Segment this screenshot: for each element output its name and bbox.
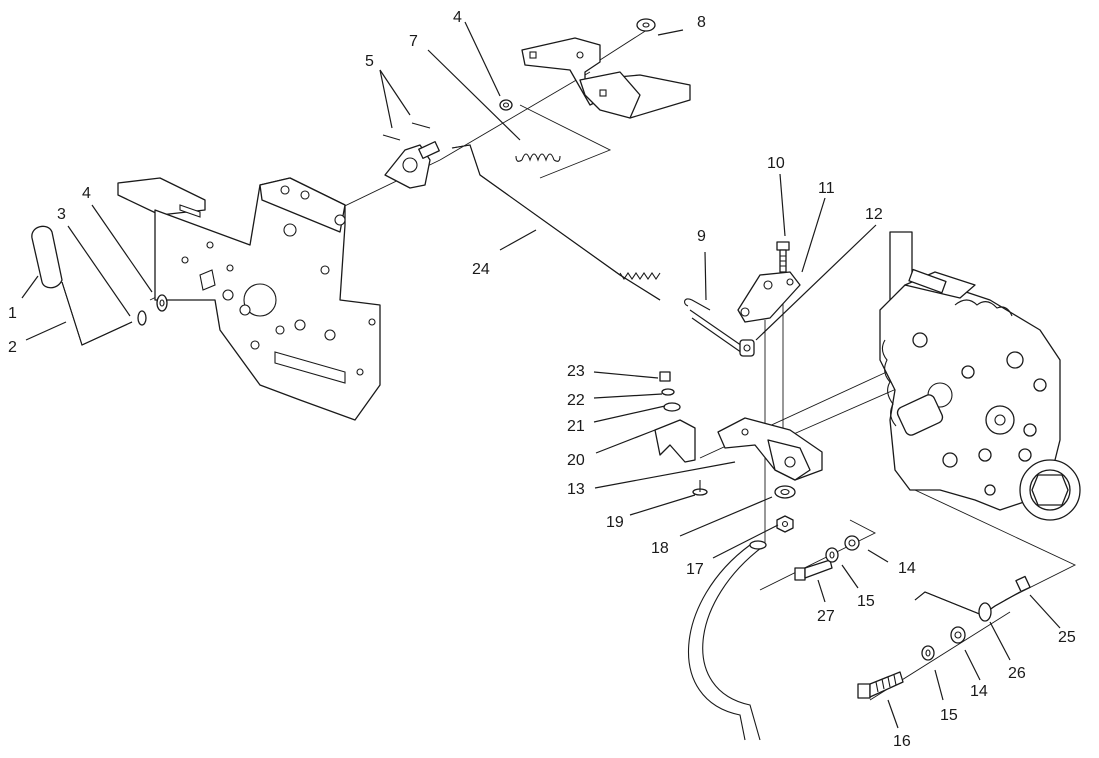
washers-left [137, 294, 168, 326]
callout-5: 5 [365, 53, 374, 70]
pivot-plate [737, 271, 801, 323]
small-stack-parts [659, 371, 681, 412]
callout-15-lower: 15 [940, 707, 958, 724]
shift-link [914, 591, 1021, 622]
screw-19 [692, 480, 708, 496]
top-bracket [499, 18, 691, 119]
leader-lines [21, 21, 1061, 729]
callout-8: 8 [697, 14, 706, 31]
callout-16: 16 [893, 733, 911, 750]
callout-4-left: 4 [82, 185, 91, 202]
control-rod [451, 144, 746, 356]
callout-3: 3 [57, 206, 66, 223]
callout-15-upper: 15 [857, 593, 875, 610]
callout-7: 7 [409, 33, 418, 50]
callout-1: 1 [8, 305, 17, 322]
ball-joint [739, 339, 755, 357]
spacer-18 [774, 485, 796, 499]
callout-23: 23 [567, 363, 585, 380]
callout-22: 22 [567, 392, 585, 409]
callout-18: 18 [651, 540, 669, 557]
transmission-housing [879, 231, 1081, 521]
washers-15-14-upper [825, 535, 860, 563]
control-panel-bracket [117, 177, 381, 421]
callout-26: 26 [1008, 665, 1026, 682]
bolt-16 [857, 671, 904, 699]
callout-14-lower: 14 [970, 683, 988, 700]
callout-12: 12 [865, 206, 883, 223]
roll-pin [1015, 575, 1031, 593]
callout-2: 2 [8, 339, 17, 356]
hair-pin-clip [683, 298, 711, 311]
spring [515, 153, 561, 162]
callout-13: 13 [567, 481, 585, 498]
nut-17 [776, 515, 794, 533]
callout-24: 24 [472, 261, 490, 278]
callout-9: 9 [697, 228, 706, 245]
pivot-assembly [382, 122, 440, 189]
callout-25: 25 [1058, 629, 1076, 646]
cam-arm [717, 417, 823, 481]
shift-lever [61, 281, 133, 346]
callout-17: 17 [686, 561, 704, 578]
callout-20: 20 [567, 452, 585, 469]
bolt-27 [794, 559, 833, 581]
curved-rod [687, 540, 767, 741]
callout-21: 21 [567, 418, 585, 435]
bolt-10 [776, 241, 790, 273]
callout-27: 27 [817, 608, 835, 625]
mounting-bracket-20 [654, 419, 696, 463]
callout-14-upper: 14 [898, 560, 916, 577]
handle-knob [31, 225, 63, 289]
callout-10: 10 [767, 155, 785, 172]
washers-15-14-lower [921, 626, 966, 661]
callout-11: 11 [818, 180, 835, 197]
callout-labels: 1 2 3 4 4 5 7 8 9 10 11 12 13 14 14 15 1… [8, 9, 1076, 750]
callout-4-top: 4 [453, 9, 462, 26]
callout-19: 19 [606, 514, 624, 531]
